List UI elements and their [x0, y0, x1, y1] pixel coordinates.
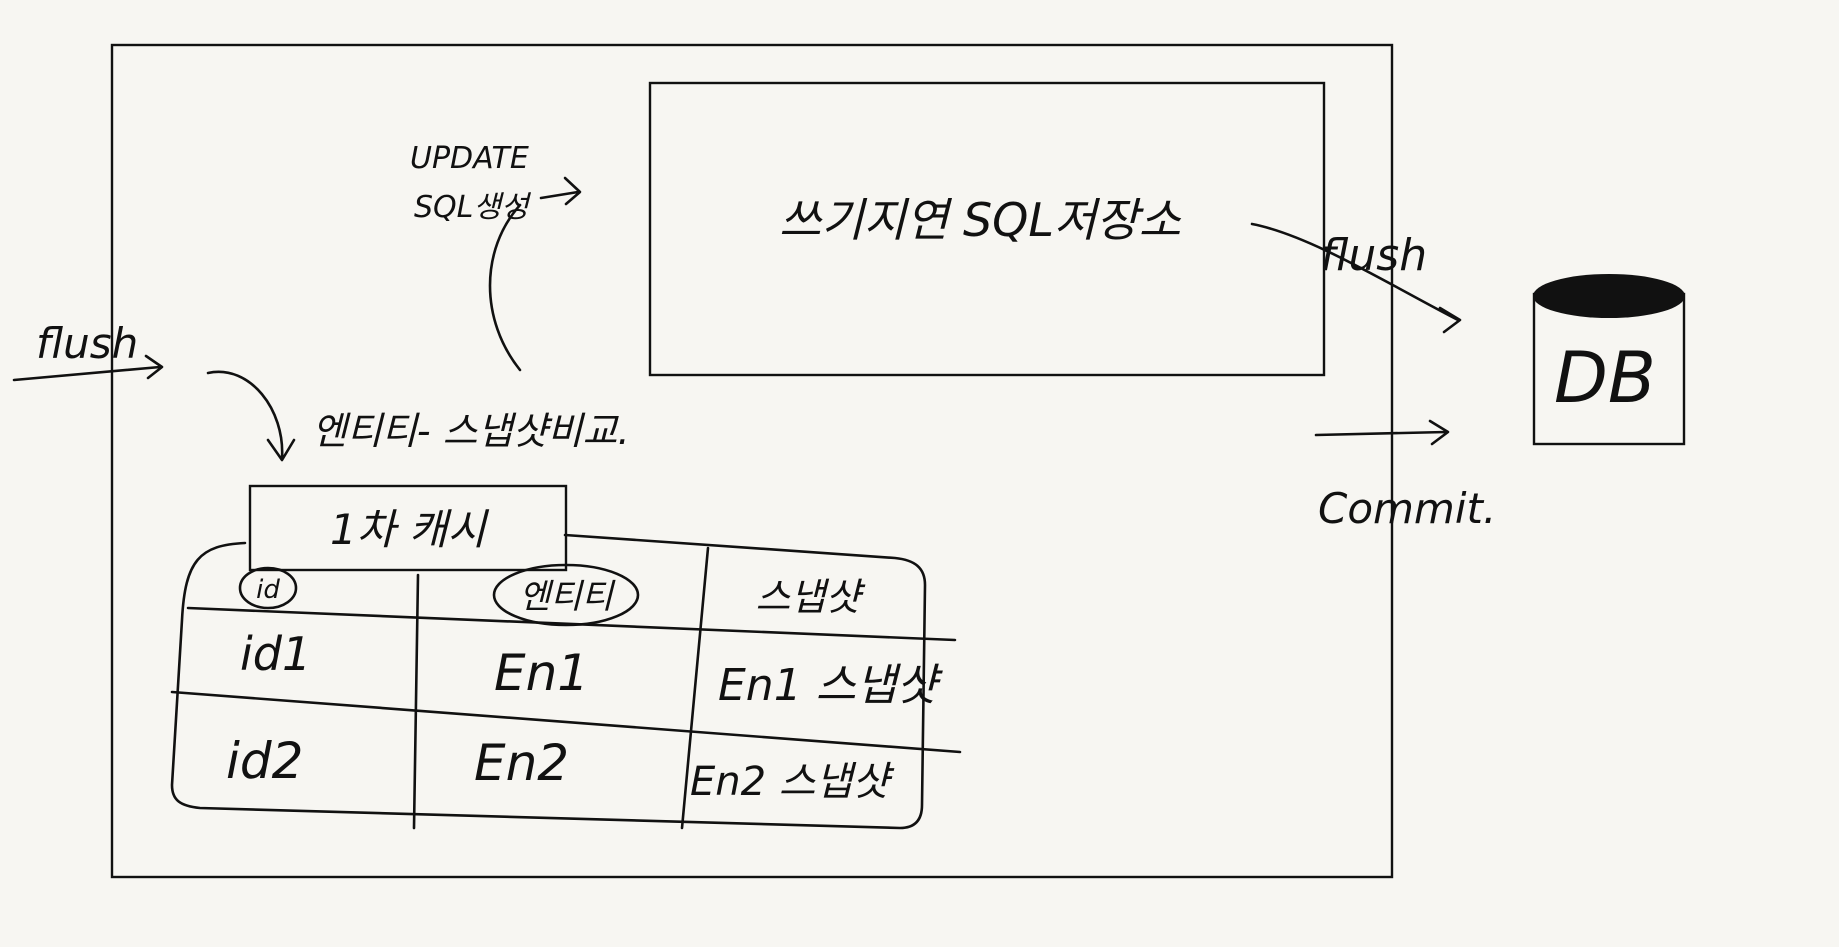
- row2-id: id2: [226, 732, 303, 790]
- commit-arrow: [1314, 419, 1450, 446]
- db-label: DB: [1554, 337, 1656, 419]
- flush-right-label: flush: [1320, 230, 1427, 281]
- persistence-context-box: [110, 43, 1394, 879]
- commit-label: Commit.: [1318, 484, 1496, 533]
- row1-entity: En1: [494, 644, 589, 702]
- flush-right-arrow: [1250, 222, 1462, 334]
- sql-store-box: [648, 81, 1326, 377]
- flush-left-arrow: [12, 354, 164, 382]
- header-id: id: [256, 575, 280, 605]
- cache-col-divider-1: [412, 573, 420, 830]
- row2-entity: En2: [474, 734, 569, 792]
- row2-snapshot: En2 스냅샷: [690, 759, 895, 805]
- cache-col-divider-2: [680, 546, 710, 830]
- update-sql-curve: [488, 203, 522, 372]
- db-top: [1533, 274, 1685, 318]
- compare-curve-arrow: [206, 370, 296, 462]
- update-sql-label: UPDATE: [410, 141, 529, 176]
- update-sql-arrow: [539, 176, 582, 206]
- update-sql-label-2: SQL생성: [414, 190, 532, 225]
- header-entity-circle: [492, 563, 640, 627]
- cache-table-outline: [170, 533, 927, 830]
- first-cache-label: 1차 캐시: [330, 505, 489, 554]
- header-snapshot: 스냅샷: [756, 575, 866, 619]
- row1-id: id1: [240, 627, 311, 681]
- compare-label: 엔티티- 스냅샷비교.: [312, 409, 630, 453]
- flush-left-label: flush: [36, 319, 138, 368]
- header-entity: 엔티티: [519, 577, 616, 617]
- row1-snapshot: En1 스냅샷: [718, 660, 944, 711]
- cache-row-divider: [170, 690, 962, 754]
- sql-store-label: 쓰기지연 SQL저장소: [779, 193, 1182, 247]
- header-id-circle: [238, 566, 298, 610]
- first-cache-box: [248, 484, 568, 572]
